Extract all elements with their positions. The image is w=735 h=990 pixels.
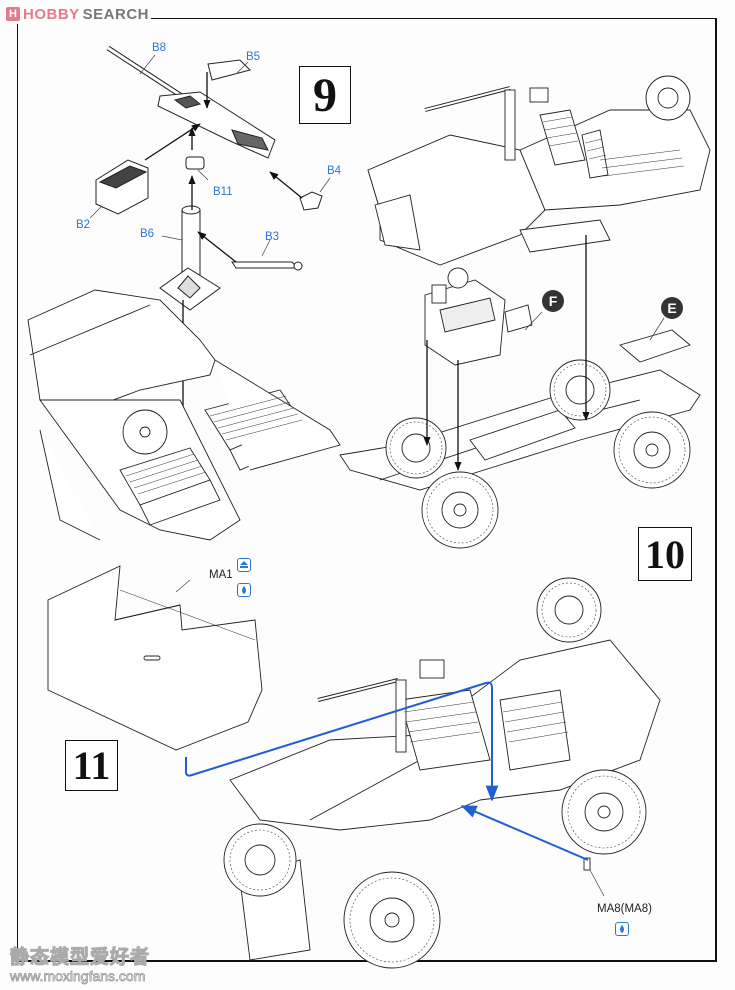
part-label-b2: B2	[76, 219, 91, 231]
part-label-b4: B4	[327, 165, 342, 177]
part-label-b6: B6	[140, 228, 155, 240]
engine-drawing	[424, 267, 533, 366]
machine-gun-drawing	[95, 45, 323, 311]
part-label-b8: B8	[152, 42, 167, 54]
step10-arrows	[423, 235, 590, 471]
glue-drop-icon	[237, 583, 251, 597]
part-label-b5: B5	[246, 51, 261, 63]
part-label-b3: B3	[265, 231, 280, 243]
windshield-ma1-drawing	[47, 565, 263, 751]
blue-assembly-lines	[185, 681, 589, 861]
step-11-number: 11	[65, 740, 118, 791]
part-label-ma8: MA8(MA8)	[597, 903, 652, 915]
step-9-number: 9	[299, 66, 351, 124]
watermark-url-text: www.moxingfans.com	[10, 968, 146, 984]
watermark-search-text: SEARCH	[82, 5, 150, 23]
subassembly-f-marker: F	[542, 290, 564, 312]
paint-mask-icon	[237, 558, 251, 572]
subassembly-e-marker: E	[661, 297, 683, 319]
jeep-body-step9	[27, 289, 341, 541]
jeep-final-drawing	[223, 577, 661, 969]
glue-drop-icon	[615, 922, 629, 936]
watermark-chinese-text: 静态模型爱好者	[9, 947, 151, 968]
watermark-hobby-text: HOBBY	[23, 5, 80, 23]
moxingfans-watermark: 静态模型爱好者 www.moxingfans.com	[9, 947, 151, 984]
jeep-body-step10	[367, 75, 711, 266]
chassis-drawing	[339, 329, 701, 549]
hobby-search-watermark: H HOBBY SEARCH	[6, 4, 152, 24]
part-label-ma1: MA1	[209, 569, 233, 581]
step-10-number: 10	[638, 527, 692, 581]
hobby-search-logo-icon: H	[6, 7, 20, 21]
part-label-b11: B11	[213, 186, 233, 198]
